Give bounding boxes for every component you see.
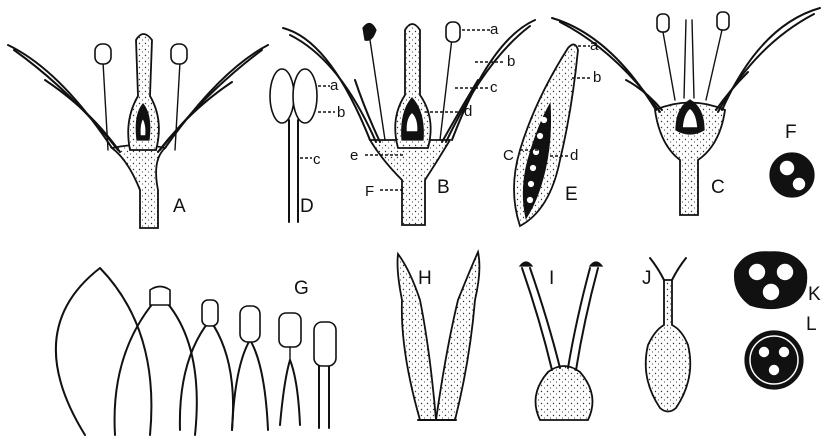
figure-b-part-f: F (365, 183, 374, 200)
figure-f-label: F (785, 122, 797, 143)
figure-b-part-d: d (464, 103, 472, 120)
figure-l-label: L (806, 314, 817, 335)
figure-b-part-c: c (490, 79, 498, 96)
figure-a-label: A (173, 196, 186, 217)
figure-i-ovary: I (520, 262, 602, 420)
figure-b-part-a: a (490, 21, 499, 38)
figure-d-stamen: a b c D (270, 69, 345, 222)
figure-b-part-b: b (507, 53, 515, 70)
figure-e-part-b: b (593, 69, 601, 86)
figure-g-label: G (294, 278, 309, 299)
figure-e-carpel-section: a b C d E (503, 37, 601, 226)
figure-d-part-a: a (330, 77, 339, 94)
figure-i-label: I (549, 268, 554, 289)
figure-c-label: C (711, 177, 725, 198)
figure-k-cross-section: K (735, 252, 821, 309)
figure-j-label: J (642, 268, 652, 289)
figure-e-part-c: C (503, 147, 514, 164)
figure-h-label: H (418, 268, 432, 289)
figure-g-anther-series: G (56, 268, 336, 435)
figure-b-flower-section: a b c d e F B (283, 20, 535, 225)
figure-a-flower-section: A (8, 34, 268, 228)
figure-d-label: D (300, 196, 314, 217)
figure-e-part-d: d (570, 147, 578, 164)
figure-d-part-c: c (313, 151, 321, 168)
figure-k-label: K (808, 284, 821, 305)
figure-b-part-e: e (350, 147, 358, 164)
figure-f-cross-section: F (770, 122, 814, 197)
figure-e-label: E (565, 184, 578, 205)
figure-l-cross-section: L (745, 314, 817, 389)
figure-j-ovary: J (642, 258, 690, 412)
figure-h-carpels: H (398, 252, 480, 420)
figure-d-part-b: b (337, 104, 345, 121)
figure-b-label: B (437, 177, 450, 198)
